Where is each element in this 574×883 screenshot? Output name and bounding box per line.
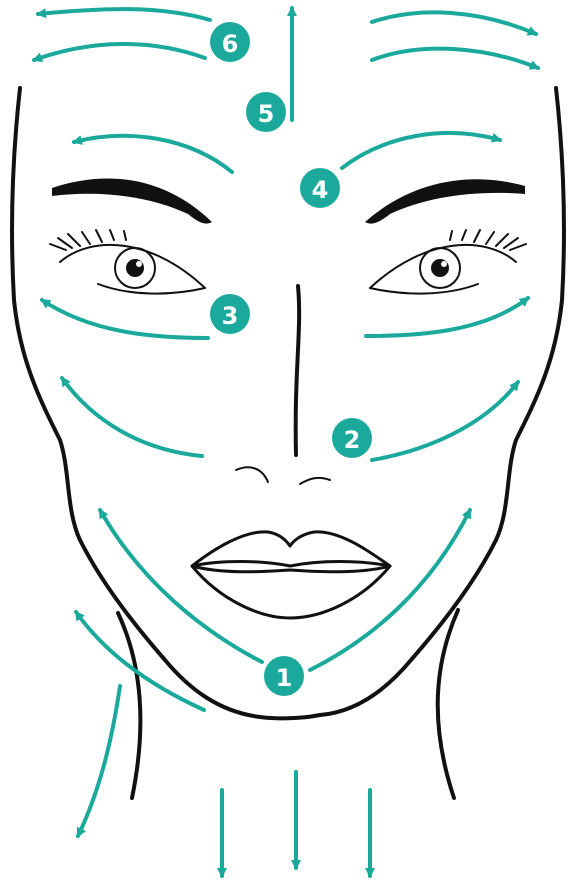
arrow-3-right xyxy=(364,296,530,338)
eye-right xyxy=(369,229,527,295)
eye-left xyxy=(49,229,206,295)
arrow-4-left xyxy=(72,133,234,174)
step-badge-6: 6 xyxy=(210,22,250,62)
arrow-6-right-lower xyxy=(370,46,540,70)
eyebrow-left xyxy=(52,178,212,224)
step-number-5: 5 xyxy=(258,100,275,128)
step-number-6: 6 xyxy=(222,30,239,58)
arrow-6-left-upper xyxy=(36,7,212,22)
step-badge-4: 4 xyxy=(300,168,340,208)
arrow-6-right-upper xyxy=(370,10,538,36)
eyebrow-right xyxy=(365,179,525,224)
arrow-6-left-lower xyxy=(32,42,207,63)
step-badge-2: 2 xyxy=(332,418,372,458)
nose-bridge xyxy=(293,284,302,457)
step-badge-5: 5 xyxy=(246,92,286,132)
arrow-1-left-neck-up xyxy=(74,610,206,712)
arrow-3-left xyxy=(40,298,210,340)
arrow-1-right-jaw xyxy=(308,508,472,672)
arrow-2-left xyxy=(60,376,204,458)
face-outline-left xyxy=(10,86,322,721)
step-number-3: 3 xyxy=(222,302,239,330)
step-badge-1: 1 xyxy=(264,656,304,696)
nose-left-nostril xyxy=(235,466,269,483)
nose-right-nostril xyxy=(299,476,331,485)
step-badges: 1 2 3 4 5 6 xyxy=(210,22,372,696)
step-number-2: 2 xyxy=(344,426,361,454)
massage-arrows xyxy=(32,6,540,878)
neck-right xyxy=(435,608,460,800)
arrow-2-right xyxy=(370,380,520,462)
neck-left xyxy=(116,611,143,800)
arrow-1-left-neck-down xyxy=(76,684,122,838)
arrow-1-left-jaw xyxy=(98,508,264,664)
step-number-4: 4 xyxy=(312,176,329,204)
face-drawing xyxy=(10,86,566,800)
step-number-1: 1 xyxy=(276,664,293,692)
arrow-4-right xyxy=(340,130,502,170)
lips xyxy=(190,530,392,620)
face-outline-right xyxy=(318,86,566,717)
step-badge-3: 3 xyxy=(210,294,250,334)
